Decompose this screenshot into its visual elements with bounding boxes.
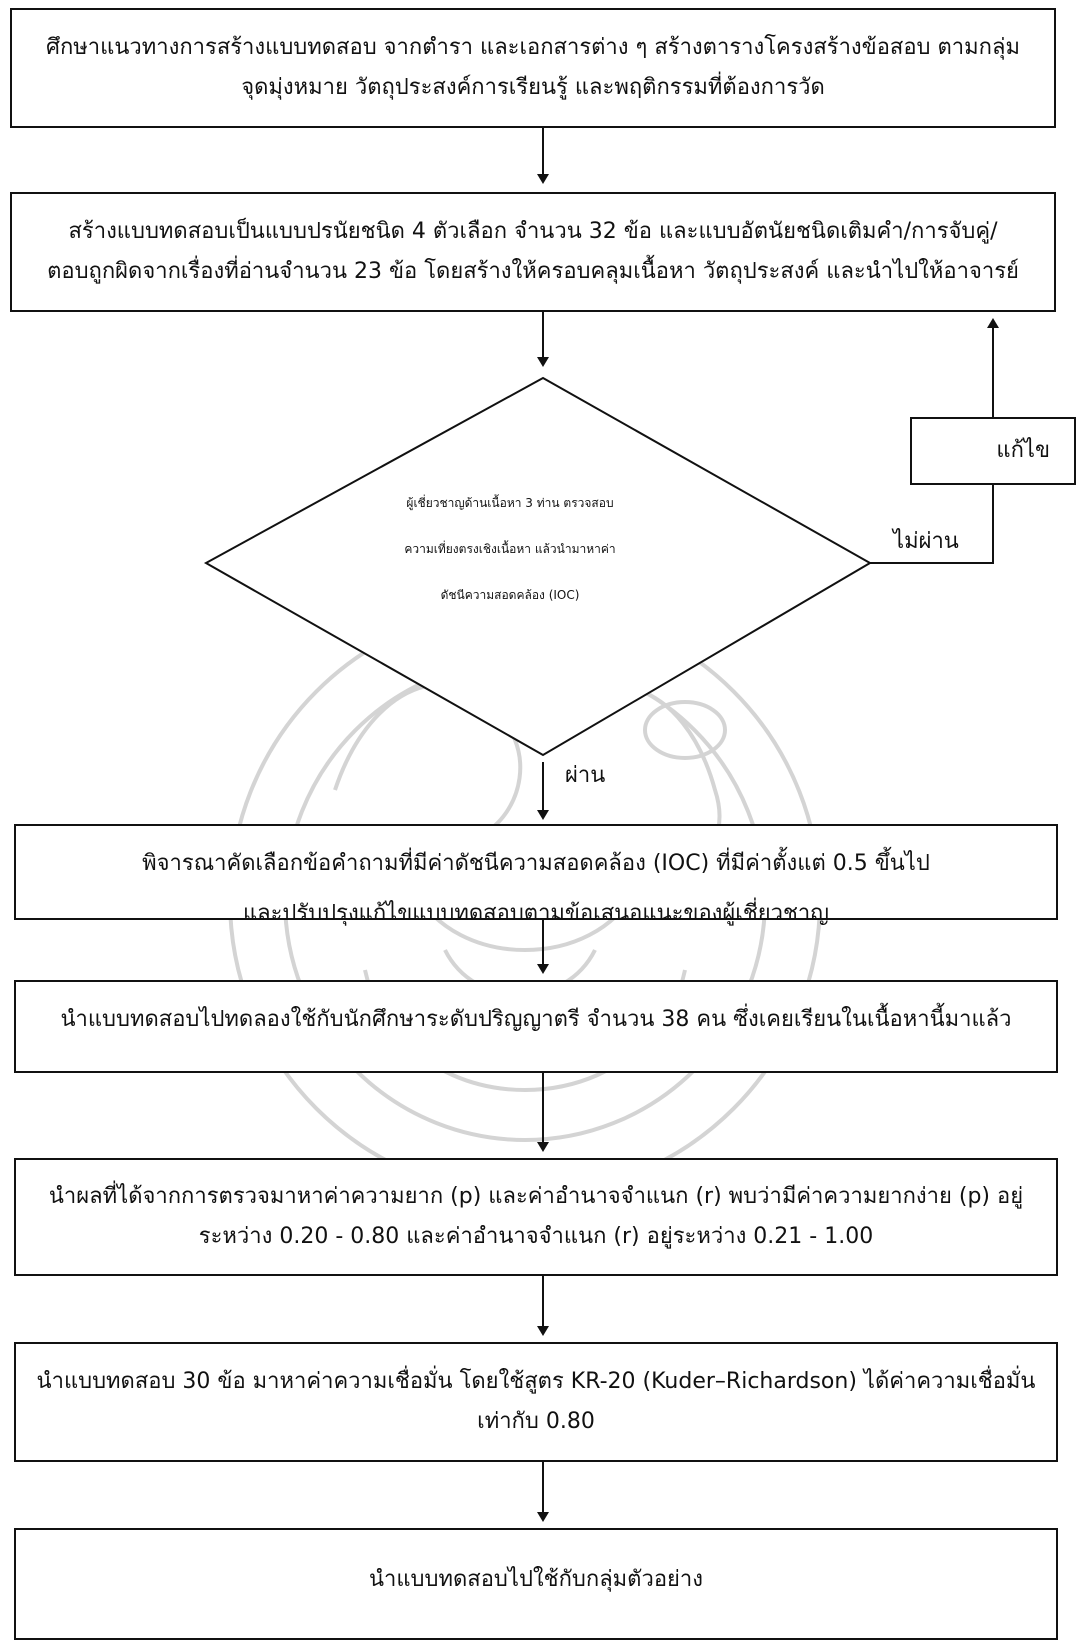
step-5-line-2: ระหว่าง 0.20 - 0.80 และค่าอำนาจจำแนก (r)… [198,1224,874,1249]
step-3-line-1: พิจารณาคัดเลือกข้อคำถามที่มีค่าดัชนีความ… [142,851,930,876]
step-1-box: ศึกษาแนวทางการสร้างแบบทดสอบ จากตำรา และเ… [10,8,1056,128]
decision-line-2: ความเที่ยงตรงเชิงเนื้อหา แล้วนำมาหาค่า [404,542,616,556]
step-4-box: นำแบบทดสอบไปทดลองใช้กับนักศึกษาระดับปริญ… [14,980,1058,1073]
step-4-line-1: นำแบบทดสอบไปทดลองใช้กับนักศึกษาระดับปริญ… [60,1007,1012,1032]
step-3-line-2: และปรับปรุงแก้ไขแบบทดสอบตามข้อเสนอแนะของ… [242,901,830,926]
revise-box: แก้ไข [910,417,1076,485]
decision-line-1: ผู้เชี่ยวชาญด้านเนื้อหา 3 ท่าน ตรวจสอบ [406,496,614,510]
fail-label: ไม่ผ่าน [893,529,959,554]
step-5-line-1: นำผลที่ได้จากการตรวจมาหาค่าความยาก (p) แ… [48,1184,1024,1209]
step-6-box: นำแบบทดสอบ 30 ข้อ มาหาค่าความเชื่อมั่น โ… [14,1342,1058,1462]
revise-label: แก้ไข [996,438,1050,463]
step-5-box: นำผลที่ได้จากการตรวจมาหาค่าความยาก (p) แ… [14,1158,1058,1276]
step-6-line-1: นำแบบทดสอบ 30 ข้อ มาหาค่าความเชื่อมั่น โ… [36,1369,1036,1394]
step-1-line-1: ศึกษาแนวทางการสร้างแบบทดสอบ จากตำรา และเ… [46,35,1020,60]
step-3-box: พิจารณาคัดเลือกข้อคำถามที่มีค่าดัชนีความ… [14,824,1058,926]
step-7-line-1: นำแบบทดสอบไปใช้กับกลุ่มตัวอย่าง [368,1567,704,1592]
step-2-line-1: สร้างแบบทดสอบเป็นแบบปรนัยชนิด 4 ตัวเลือก… [68,219,998,244]
step-1-line-2: จุดมุ่งหมาย วัตถุประสงค์การเรียนรู้ และพ… [241,75,825,100]
decision-line-3: ดัชนีความสอดคล้อง (IOC) [440,588,580,602]
step-2-line-2: ตอบถูกผิดจากเรื่องที่อ่านจำนวน 23 ข้อ โด… [47,259,1019,284]
pass-label: ผ่าน [565,763,606,788]
step-6-line-2: เท่ากับ 0.80 [477,1409,595,1434]
step-7-box: นำแบบทดสอบไปใช้กับกลุ่มตัวอย่าง [14,1528,1058,1640]
step-2-box: สร้างแบบทดสอบเป็นแบบปรนัยชนิด 4 ตัวเลือก… [10,192,1056,312]
decision-text: ผู้เชี่ยวชาญด้านเนื้อหา 3 ท่าน ตรวจสอบ ค… [300,480,720,618]
